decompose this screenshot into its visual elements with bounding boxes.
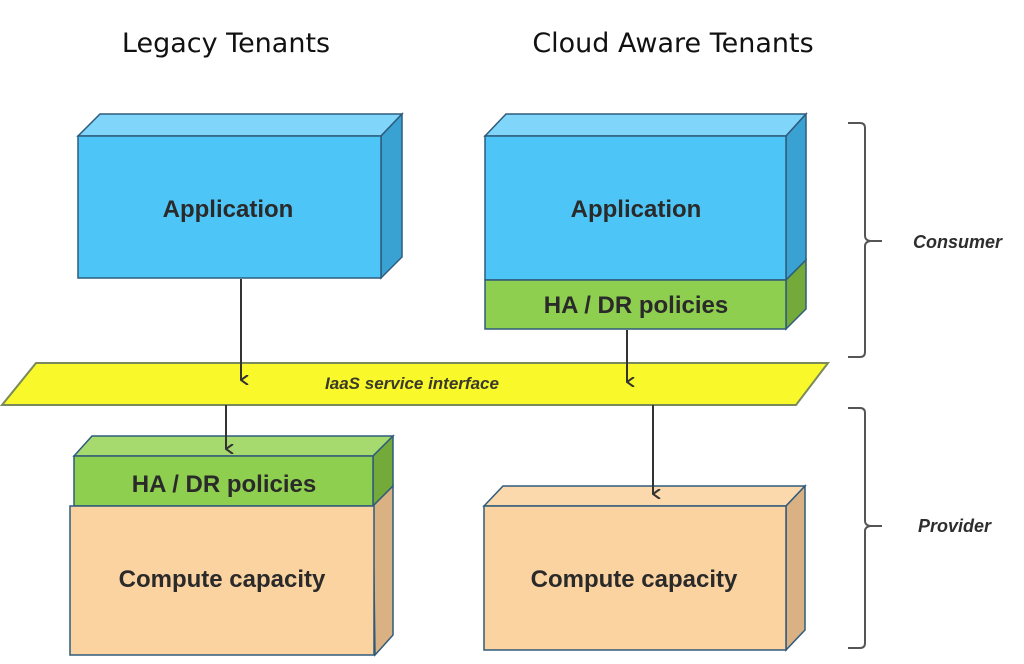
cloud-compute-box: Compute capacity xyxy=(482,484,807,652)
legacy-application-box: Application xyxy=(76,112,404,280)
interface-label: IaaS service interface xyxy=(325,374,499,393)
legacy-compute-side xyxy=(372,484,394,657)
cloud-application-box: Application xyxy=(483,112,808,282)
provider-label: Provider xyxy=(918,516,992,536)
cloud-compute-front xyxy=(483,505,787,651)
legacy-application-top xyxy=(76,113,404,137)
cloud-application-label: Application xyxy=(571,196,702,223)
provider-brace xyxy=(848,407,882,649)
cloud-application-front xyxy=(484,135,787,281)
legacy-policies-top xyxy=(72,435,395,457)
legacy-application-front xyxy=(77,135,382,279)
cloud-compute-side xyxy=(785,484,806,652)
legacy-application-side xyxy=(380,112,403,280)
legacy-policies-label: HA / DR policies xyxy=(132,471,316,498)
cloud-aware-tenants-title: Cloud Aware Tenants xyxy=(532,28,813,59)
iaas-service-interface: IaaS service interface xyxy=(0,362,831,406)
legacy-application-label: Application xyxy=(163,196,294,223)
cloud-compute-label: Compute capacity xyxy=(531,566,738,593)
cloud-compute-top xyxy=(482,485,807,507)
legacy-compute-box: Compute capacity xyxy=(69,484,394,657)
consumer-brace xyxy=(848,122,882,358)
cloud-policies-box: HA / DR policies xyxy=(484,258,807,331)
legacy-tenants-title: Legacy Tenants xyxy=(122,28,330,59)
cloud-policies-label: HA / DR policies xyxy=(544,292,728,319)
interface-band xyxy=(0,362,831,406)
consumer-label: Consumer xyxy=(913,232,1003,252)
legacy-compute-front xyxy=(69,505,375,656)
legacy-compute-label: Compute capacity xyxy=(119,566,326,593)
cloud-policies-front xyxy=(484,279,787,330)
cloud-application-top xyxy=(483,113,808,137)
cloud-application-side xyxy=(785,112,807,282)
legacy-policies-front xyxy=(73,455,374,507)
legacy-policies-box: HA / DR policies xyxy=(72,434,395,508)
